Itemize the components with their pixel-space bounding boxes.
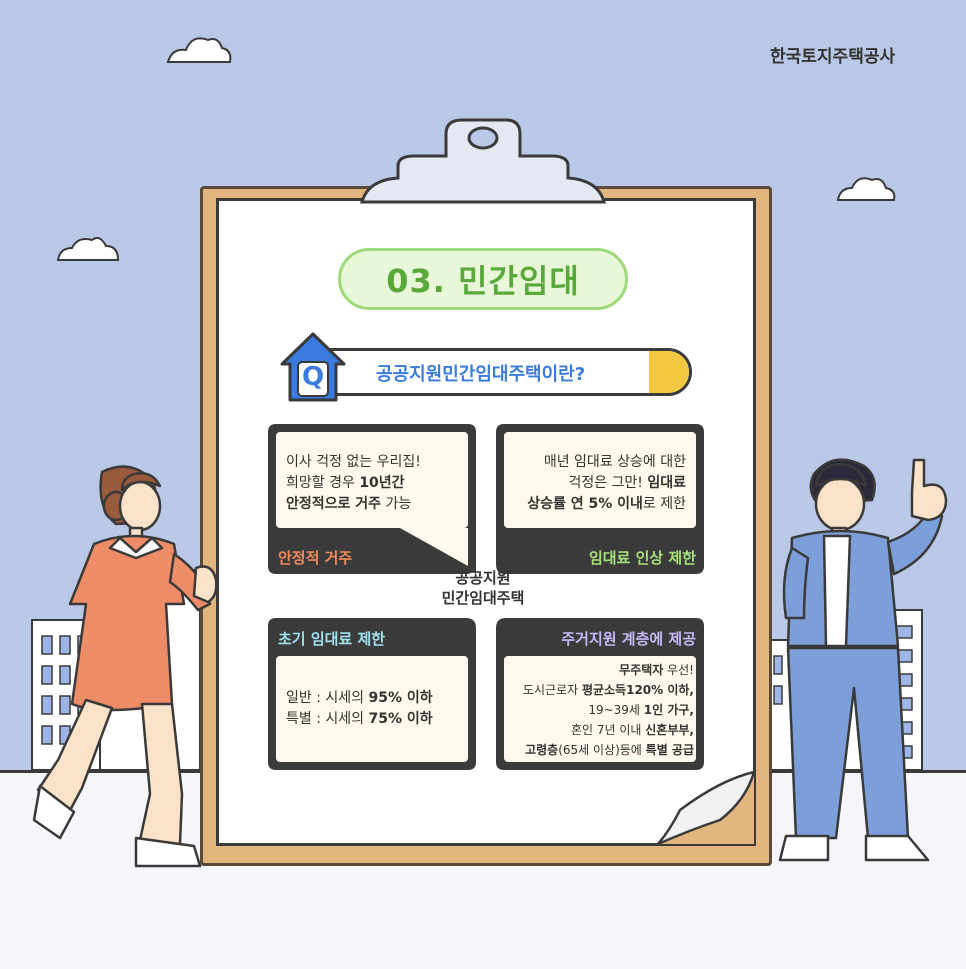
center-label-line2: 민간임대주택 bbox=[441, 589, 525, 607]
card-stable-line2: 희망할 경우 10년간 bbox=[286, 475, 405, 491]
question-letter: Q bbox=[301, 362, 325, 392]
center-label: 공공지원 민간임대주택 bbox=[420, 568, 546, 608]
card-rent-increase-label: 임대료 인상 제한 bbox=[588, 549, 696, 567]
question-bar bbox=[300, 348, 692, 396]
card-rent-increase-line1: 매년 임대료 상승에 대한 bbox=[543, 454, 686, 470]
card-initial-rent-line2: 특별 : 시세의 75% 이하 bbox=[286, 711, 433, 727]
card-support-text: 무주택자 우선! 도시근로자 평균소득120% 이하, 19~39세 1인 가구… bbox=[504, 660, 694, 760]
card-rent-increase-line3: 상승률 연 5% 이내로 제한 bbox=[527, 496, 686, 512]
clouds bbox=[56, 37, 896, 261]
man-illustration bbox=[778, 458, 948, 862]
card-support-body bbox=[504, 656, 696, 762]
card-rent-increase-body bbox=[504, 432, 696, 528]
card-support-line1: 무주택자 우선! bbox=[619, 663, 694, 677]
clipboard-clip bbox=[360, 118, 606, 204]
paper-curl-corner bbox=[657, 770, 756, 846]
center-label-line1: 공공지원 bbox=[455, 569, 511, 587]
section-title: 03. 민간임대 bbox=[338, 248, 628, 310]
card-support-label: 주거지원 계층에 제공 bbox=[561, 630, 696, 648]
card-stable-line3: 안정적으로 거주 가능 bbox=[286, 496, 412, 512]
card-support-line5: 고령층(65세 이상)등에 특별 공급 bbox=[525, 743, 694, 757]
card-support-line2: 도시근로자 평균소득120% 이하, bbox=[522, 683, 694, 697]
woman-illustration bbox=[32, 465, 218, 868]
section-title-text: 03. 민간임대 bbox=[386, 262, 580, 300]
card-stable-line1: 이사 걱정 없는 우리집! bbox=[286, 454, 421, 470]
card-initial-rent-body bbox=[276, 656, 468, 762]
card-rent-increase-line2: 걱정은 그만! 임대료 bbox=[568, 475, 686, 491]
brand-name: 한국토지주택공사 bbox=[770, 47, 896, 67]
card-support-line4: 혼인 7년 이내 신혼부부, bbox=[570, 723, 694, 737]
card-rent-increase-text: 매년 임대료 상승에 대한 걱정은 그만! 임대료 상승률 연 5% 이내로 제… bbox=[504, 452, 686, 515]
question-bar-accent bbox=[649, 351, 689, 393]
card-stable-notch bbox=[400, 528, 476, 574]
card-stable-text: 이사 걱정 없는 우리집! 희망할 경우 10년간 안정적으로 거주 가능 bbox=[286, 452, 421, 515]
card-initial-rent-text: 일반 : 시세의 95% 이하 특별 : 시세의 75% 이하 bbox=[286, 688, 433, 730]
card-support-line3: 19~39세 1인 가구, bbox=[588, 703, 694, 717]
card-stable-label: 안정적 거주 bbox=[278, 549, 353, 567]
card-initial-rent-line1: 일반 : 시세의 95% 이하 bbox=[286, 690, 433, 706]
question-text: 공공지원민간임대주택이란? bbox=[376, 364, 586, 385]
house-icon bbox=[280, 332, 346, 402]
card-initial-rent-label: 초기 임대료 제한 bbox=[278, 630, 386, 648]
card-stable-body bbox=[276, 432, 468, 528]
